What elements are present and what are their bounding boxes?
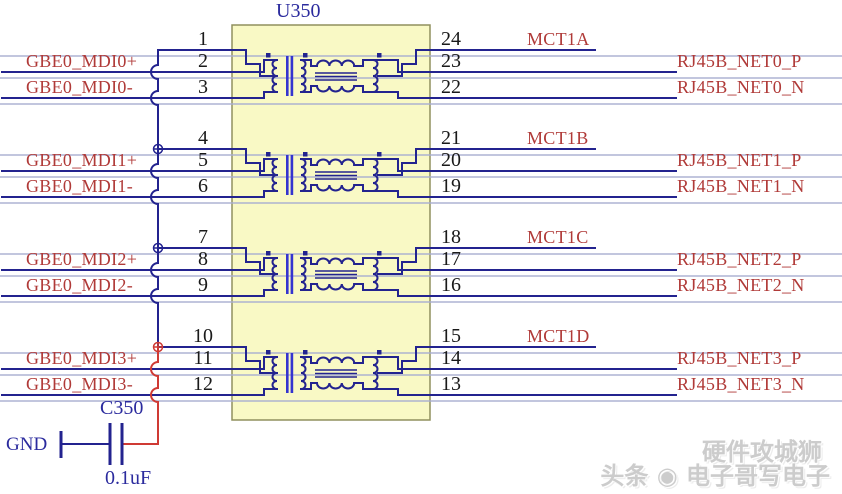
net-label-mdi-n: GBE0_MDI1-: [26, 176, 133, 196]
net-label-mdi-n: GBE0_MDI2-: [26, 275, 133, 295]
pin-number-right: 17: [441, 248, 461, 270]
pin-number-left: 9: [198, 274, 208, 296]
ghost-lines: [0, 55, 842, 402]
net-label-mct: MCT1A: [527, 29, 590, 49]
center-tap-wire-red: [122, 346, 159, 445]
net-label-mct: MCT1C: [527, 227, 589, 247]
ground-label: GND: [6, 434, 48, 455]
net-label-mdi-n: GBE0_MDI3-: [26, 374, 133, 394]
net-label-rj45-n: RJ45B_NET2_N: [677, 275, 805, 295]
net-label-mct: MCT1D: [527, 326, 590, 346]
watermark-line1: 硬件攻城狮: [702, 438, 822, 466]
pin-number-right: 18: [441, 226, 461, 248]
pin-number-right: 19: [441, 175, 461, 197]
net-label-mdi-p: GBE0_MDI0+: [26, 51, 138, 71]
net-label-mdi-p: GBE0_MDI2+: [26, 249, 138, 269]
capacitor-refdes: C350: [100, 397, 144, 419]
pin-number-left: 2: [198, 50, 208, 72]
pin-number-left: 6: [198, 175, 208, 197]
net-label-rj45-n: RJ45B_NET1_N: [677, 176, 805, 196]
pin-number-right: 21: [441, 127, 461, 149]
net-label-rj45-p: RJ45B_NET2_P: [677, 249, 802, 269]
pin-number-left: 10: [193, 325, 213, 347]
net-label-mct: MCT1B: [527, 128, 589, 148]
center-tap-bus: [150, 49, 159, 348]
pin-number-left: 5: [198, 149, 208, 171]
pin-number-right: 22: [441, 76, 461, 98]
net-label-mdi-p: GBE0_MDI1+: [26, 150, 138, 170]
net-label-rj45-n: RJ45B_NET0_N: [677, 77, 805, 97]
net-label-mdi-p: GBE0_MDI3+: [26, 348, 138, 368]
pin-number-left: 4: [198, 127, 208, 149]
junction-symbols: [152, 143, 164, 353]
pin-number-right: 15: [441, 325, 461, 347]
pin-number-left: 3: [198, 76, 208, 98]
net-label-mdi-n: GBE0_MDI0-: [26, 77, 133, 97]
pin-number-right: 24: [441, 28, 461, 50]
watermark-line2: 头条 ◉ 电子哥写电子: [600, 462, 830, 490]
pin-number-left: 8: [198, 248, 208, 270]
pin-number-right: 16: [441, 274, 461, 296]
pin-number-left: 12: [193, 373, 213, 395]
capacitor-value: 0.1uF: [105, 467, 152, 489]
pin-number-right: 23: [441, 50, 461, 72]
capacitor-and-ground: [59, 423, 124, 465]
pin-number-left: 7: [198, 226, 208, 248]
pin-number-left: 11: [193, 347, 213, 369]
pin-number-right: 14: [441, 347, 461, 369]
pin-number-left: 1: [198, 28, 208, 50]
net-label-rj45-p: RJ45B_NET3_P: [677, 348, 802, 368]
pin-number-right: 13: [441, 373, 461, 395]
component-refdes: U350: [276, 0, 321, 22]
net-label-rj45-p: RJ45B_NET1_P: [677, 150, 802, 170]
pin-number-right: 20: [441, 149, 461, 171]
net-label-rj45-p: RJ45B_NET0_P: [677, 51, 802, 71]
net-label-rj45-n: RJ45B_NET3_N: [677, 374, 805, 394]
